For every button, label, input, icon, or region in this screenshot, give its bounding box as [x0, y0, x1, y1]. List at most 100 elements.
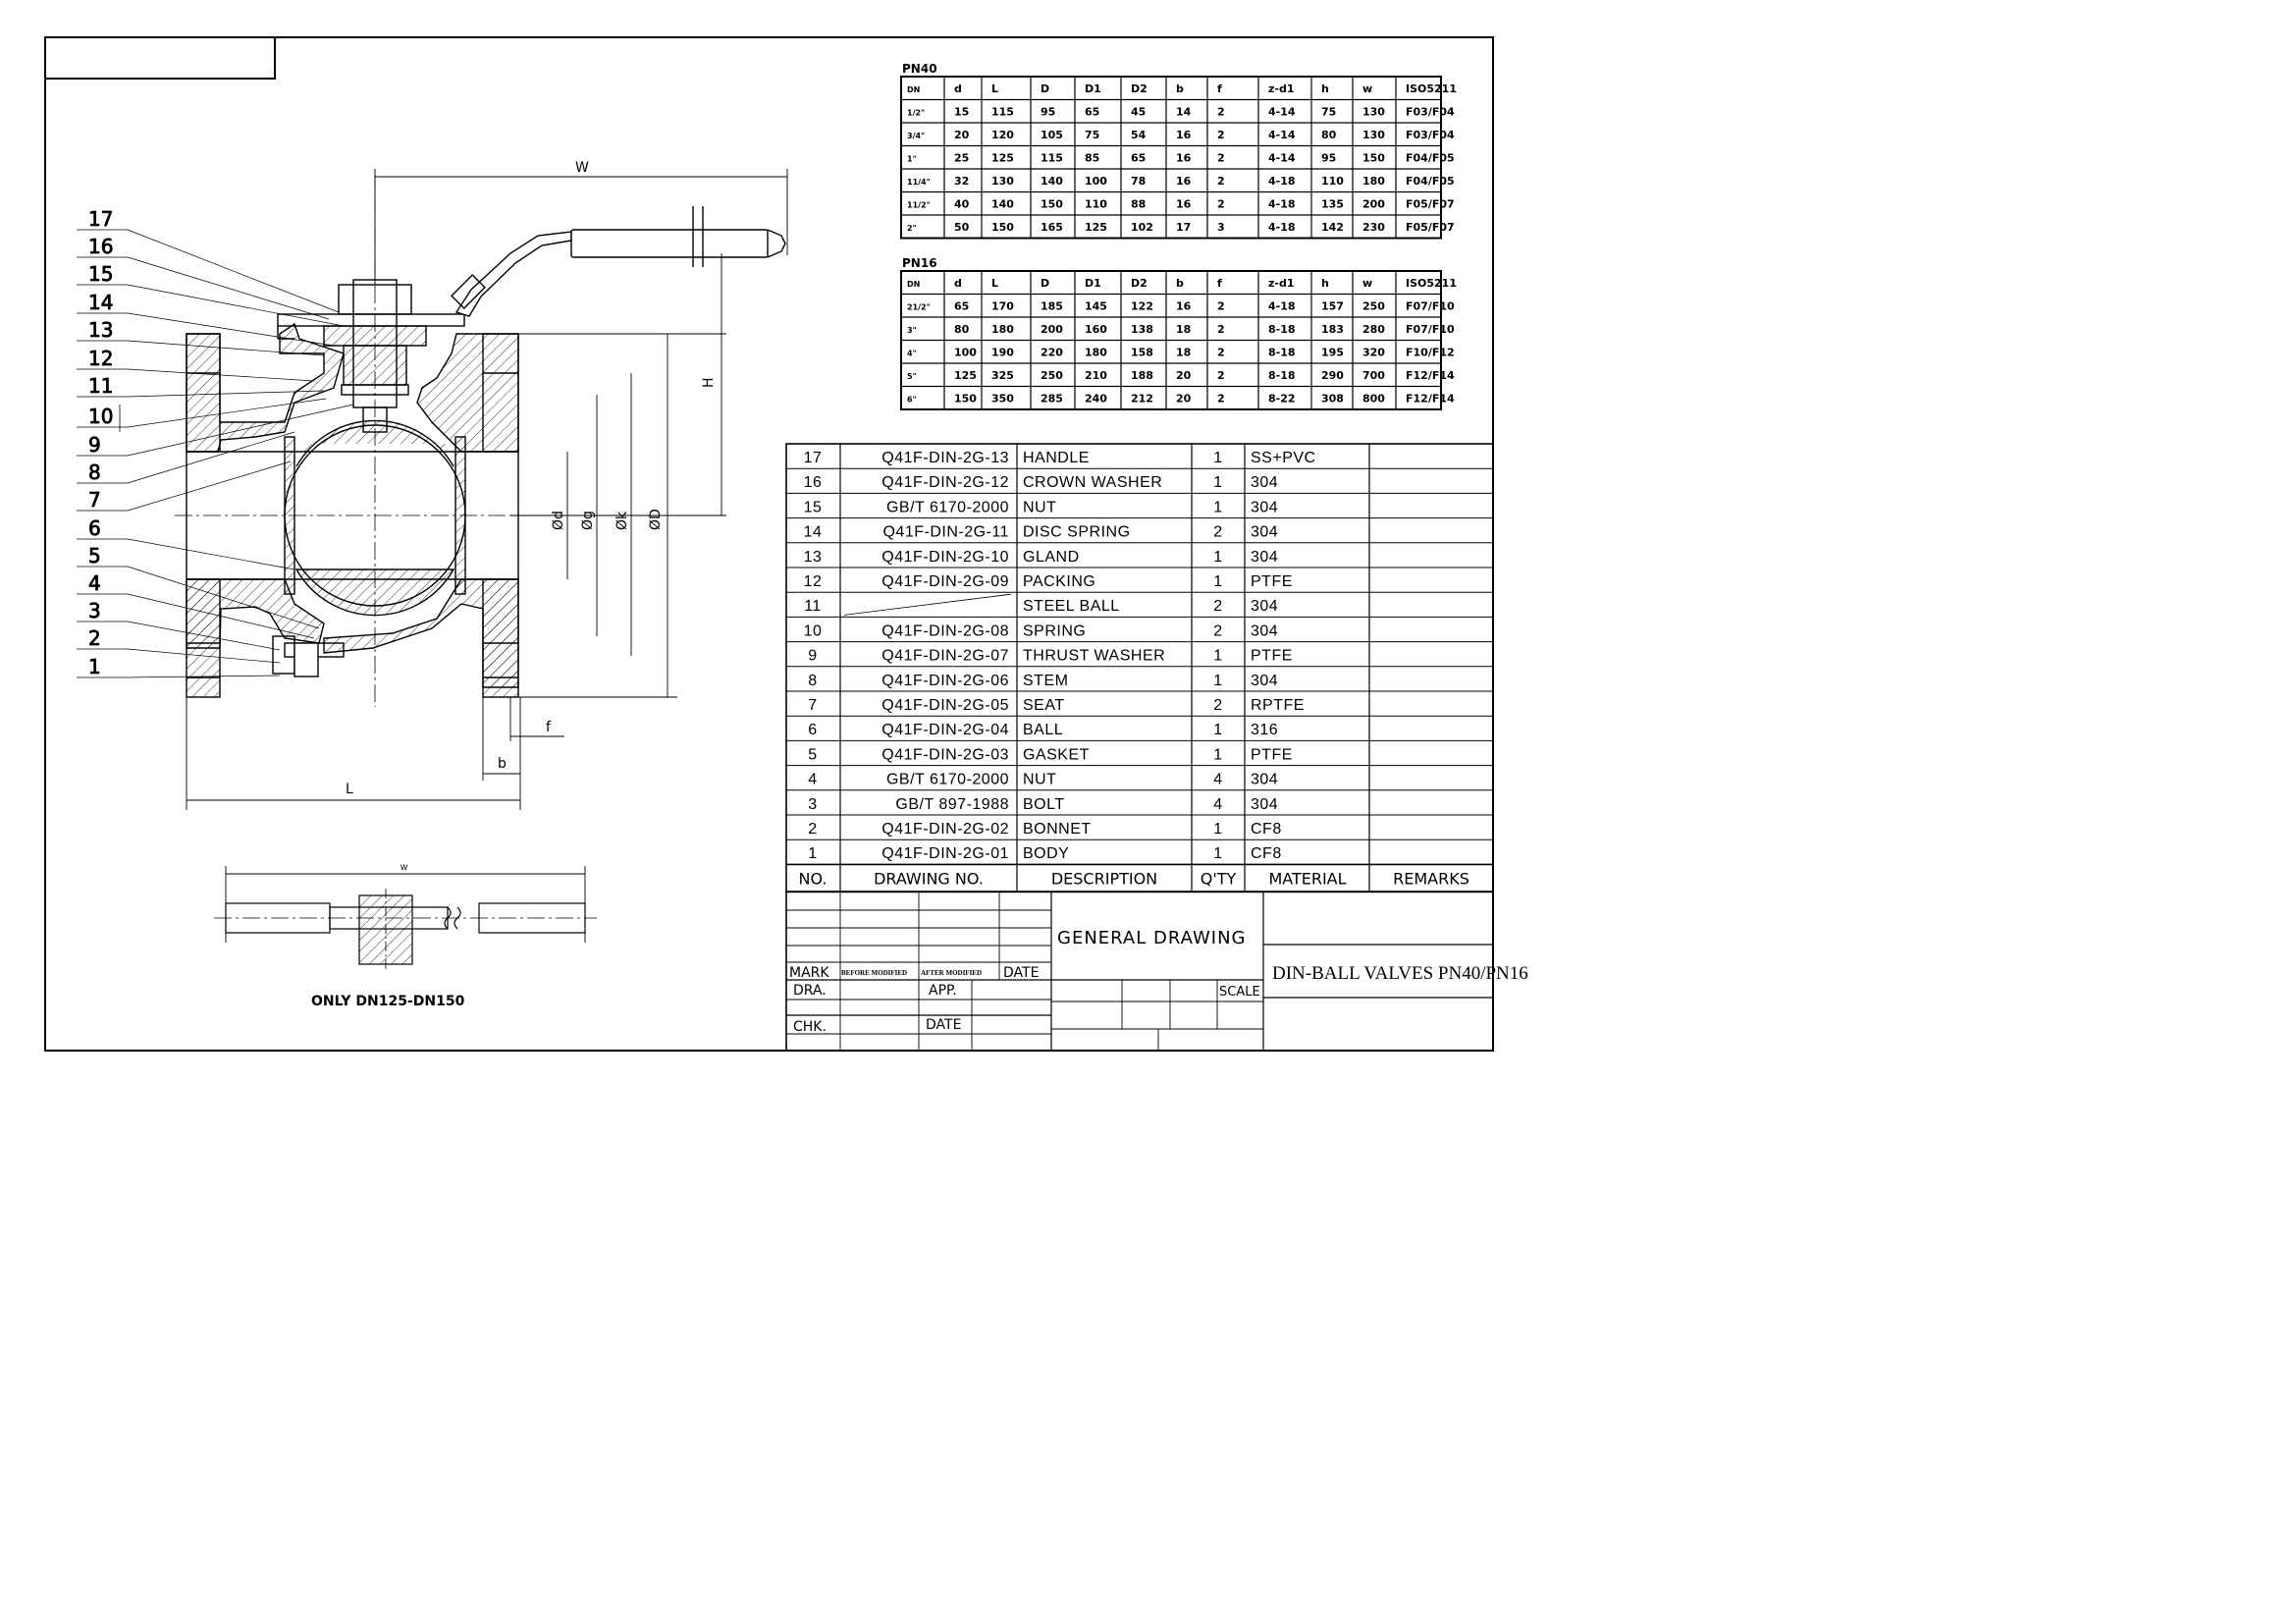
- pn40-cell: 4-18: [1268, 175, 1296, 188]
- dim-L: L: [346, 782, 353, 797]
- pn40-cell: 80: [1321, 129, 1337, 141]
- pn16-header: L: [991, 277, 998, 290]
- pn40-cell: 88: [1131, 198, 1146, 211]
- pn40-cell: 140: [991, 198, 1014, 211]
- pn40-cell: 3/4": [907, 132, 925, 140]
- pn40-cell: 165: [1041, 221, 1063, 234]
- pn16-cell: 4": [907, 350, 917, 358]
- bom-cell: 2: [808, 821, 817, 838]
- pn16-header: z-d1: [1268, 277, 1295, 290]
- pn40-cell: 135: [1321, 198, 1344, 211]
- bom-cell: 304: [1251, 474, 1278, 491]
- callout-number: 15: [88, 262, 113, 286]
- bom-cell: 1: [1213, 722, 1222, 738]
- pn16-cell: 3": [907, 326, 917, 335]
- pn40-cell: 110: [1085, 198, 1107, 211]
- pn16-cell: 122: [1131, 300, 1153, 313]
- pn40-cell: 40: [954, 198, 970, 211]
- bom-cell: 11: [804, 598, 822, 615]
- dim-H: H: [701, 377, 717, 388]
- callout-number: 4: [88, 571, 101, 595]
- bom-cell: GB/T 897-1988: [895, 796, 1009, 813]
- bom-cell: 12: [804, 573, 823, 590]
- pn40-cell: 16: [1176, 152, 1192, 165]
- bom-cell: 5: [808, 746, 817, 763]
- pn16-cell: 100: [954, 347, 977, 359]
- pn40-header: D1: [1085, 82, 1101, 95]
- bom-cell: PTFE: [1251, 746, 1293, 763]
- pn16-cell: F07/F10: [1406, 323, 1455, 336]
- pn16-cell: 325: [991, 369, 1014, 382]
- callout-number: 16: [88, 235, 113, 258]
- pn40-cell: 1": [907, 155, 917, 164]
- leader-line: [127, 340, 325, 356]
- bom-cell: 14: [804, 524, 823, 541]
- leader-line: [127, 229, 340, 313]
- pn40-cell: 105: [1041, 129, 1063, 141]
- pn16-cell: 188: [1131, 369, 1153, 382]
- bom-cell: NUT: [1023, 772, 1056, 788]
- pn40-cell: 100: [1085, 175, 1107, 188]
- pn16-cell: 250: [1362, 300, 1385, 313]
- pn16-cell: 185: [1041, 300, 1063, 313]
- bom-cell: PTFE: [1251, 573, 1293, 590]
- pn40-cell: 110: [1321, 175, 1344, 188]
- bom-cell: 304: [1251, 673, 1278, 689]
- pn40-cell: 4-18: [1268, 221, 1296, 234]
- pn16-cell: 138: [1131, 323, 1153, 336]
- pn40-cell: 130: [1362, 129, 1385, 141]
- bom-cell: 16: [804, 474, 823, 491]
- pn16-cell: F12/F14: [1406, 393, 1455, 406]
- bom-cell: CF8: [1251, 845, 1282, 862]
- bom-cell: DISC SPRING: [1023, 524, 1131, 541]
- callout-number: 13: [88, 318, 113, 342]
- bom-cell: SPRING: [1023, 622, 1086, 639]
- pn40-header: d: [954, 82, 962, 95]
- pn40-cell: 180: [1362, 175, 1385, 188]
- bom-cell: Q41F-DIN-2G-11: [882, 524, 1009, 541]
- callout-number: 7: [88, 488, 101, 512]
- leader-line: [127, 431, 295, 484]
- pn16-header: d: [954, 277, 962, 290]
- callout-number: 10: [88, 405, 113, 428]
- bom-header: MATERIAL: [1268, 869, 1346, 888]
- bom-cell: Q41F-DIN-2G-12: [881, 474, 1009, 491]
- callout-number: 14: [88, 291, 113, 314]
- title-date: DATE: [1003, 965, 1039, 981]
- leader-line: [127, 398, 327, 428]
- pn16-cell: 20: [1176, 393, 1192, 406]
- bom-header: REMARKS: [1393, 869, 1469, 888]
- dim-g: Øg: [580, 511, 596, 530]
- pn16-cell: 125: [954, 369, 977, 382]
- title-general: GENERAL DRAWING: [1057, 928, 1247, 948]
- pn16-cell: 2: [1217, 323, 1225, 336]
- pn40-cell: 16: [1176, 198, 1192, 211]
- pn40-cell: 150: [1041, 198, 1063, 211]
- pn16-cell: 2: [1217, 369, 1225, 382]
- pn40-cell: 75: [1321, 106, 1336, 119]
- leader-line: [127, 312, 335, 347]
- pn40-cell: 25: [954, 152, 969, 165]
- top-view-w-label: w: [400, 862, 408, 873]
- title-before: BEFORE MODIFIED: [841, 969, 907, 977]
- dimension-lines: [186, 169, 788, 810]
- bom-cell: 1: [1213, 845, 1222, 862]
- bom-cell: 17: [804, 450, 823, 466]
- bom-cell: SS+PVC: [1251, 450, 1316, 466]
- pn40-cell: 4-14: [1268, 106, 1296, 119]
- bom-cell: NUT: [1023, 499, 1056, 515]
- bom-cell: 1: [1213, 673, 1222, 689]
- pn16-cell: 290: [1321, 369, 1344, 382]
- bom-cell: 10: [804, 622, 823, 639]
- pn40-title: PN40: [902, 62, 937, 76]
- bom-cell: 3: [808, 796, 817, 813]
- pn16-cell: 170: [991, 300, 1014, 313]
- bom-cell: 4: [808, 772, 817, 788]
- bom-cell: Q41F-DIN-2G-06: [881, 673, 1009, 689]
- corner-box: [44, 36, 276, 80]
- pn16-cell: 2: [1217, 393, 1225, 406]
- pn40-cell: 65: [1085, 106, 1099, 119]
- pn16-cell: 18: [1176, 323, 1191, 336]
- leader-line: [127, 675, 281, 678]
